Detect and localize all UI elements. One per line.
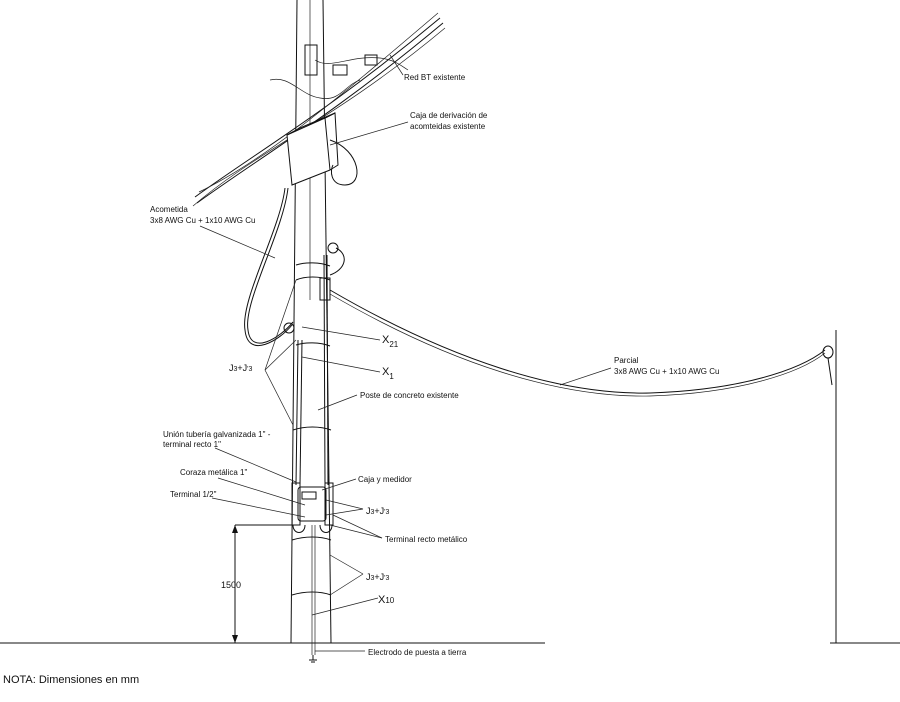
label-caja-derivacion-2: acomteidas existente (410, 122, 486, 131)
label-j3-top: J3+J'3 (229, 363, 253, 373)
conduits (295, 254, 329, 655)
neighbor-pole (822, 330, 837, 643)
note-dimensions: NOTA: Dimensiones en mm (3, 674, 139, 686)
label-j3-mid: J3+J'3 (366, 506, 390, 516)
label-electrodo: Electrodo de puesta a tierra (368, 648, 467, 657)
derivation-box (286, 112, 339, 186)
label-union-2: terminal recto 1" (163, 440, 221, 449)
overhead-network-cable (192, 12, 446, 207)
label-dimension: 1500 (221, 580, 241, 590)
label-terminal-half: Terminal 1/2" (170, 490, 217, 499)
label-j3-low: J3+J'3 (366, 572, 390, 582)
partial-cable (329, 289, 826, 394)
label-parcial-2: 3x8 AWG Cu + 1x10 AWG Cu (614, 367, 719, 376)
label-caja-derivacion-1: Caja de derivación de (410, 111, 488, 120)
label-caja-medidor: Caja y medidor (358, 475, 412, 484)
meter-box (291, 482, 334, 533)
leader-lines (199, 54, 612, 652)
label-parcial-1: Parcial (614, 356, 639, 365)
ground-symbol-icon (309, 655, 317, 663)
label-acometida-1: Acometida (150, 205, 188, 214)
label-red-bt: Red BT existente (404, 73, 466, 82)
service-drop-cable (244, 139, 358, 347)
label-coraza: Coraza metálica 1" (180, 468, 247, 477)
label-acometida-2: 3x8 AWG Cu + 1x10 AWG Cu (150, 216, 255, 225)
label-x21: X21 (382, 334, 399, 349)
label-poste: Poste de concreto existente (360, 391, 459, 400)
label-x1: X1 (382, 366, 394, 381)
concrete-pole (290, 0, 332, 644)
label-terminal-recto: Terminal recto metálico (385, 535, 468, 544)
label-union-1: Unión tubería galvanizada 1" - (163, 430, 271, 439)
dimension-1500 (232, 524, 300, 643)
label-x10: X10 (378, 594, 395, 606)
